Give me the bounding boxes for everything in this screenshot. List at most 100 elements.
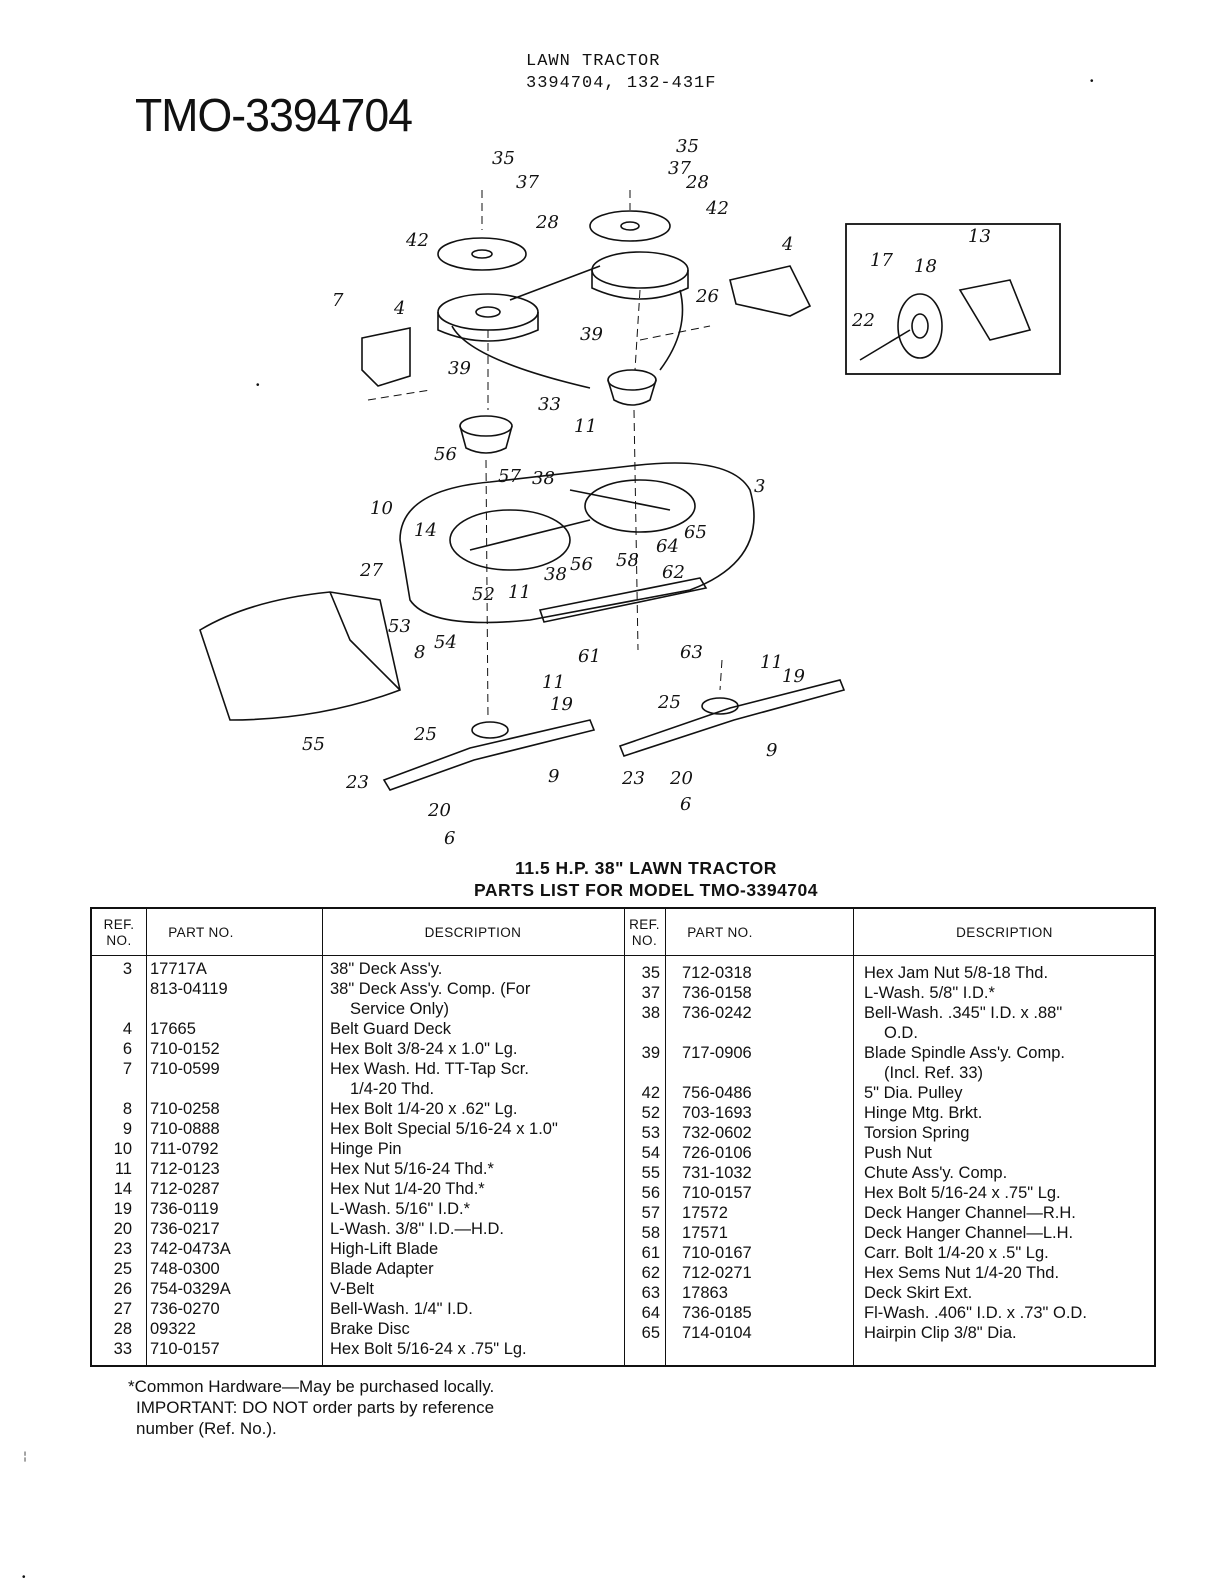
diagram-callout: 33	[538, 394, 561, 415]
part-description: L-Wash. 5/8" I.D.*	[864, 984, 995, 1002]
footnote-important: IMPORTANT: DO NOT order parts by referen…	[136, 1398, 495, 1417]
ref-number: 4	[122, 1020, 132, 1038]
ref-number: 39	[641, 1044, 660, 1062]
diagram-callout: 25	[657, 692, 681, 713]
diagram-callout: 65	[684, 522, 707, 543]
part-number: 736-0158	[682, 984, 752, 1002]
part-description: 38" Deck Ass'y.	[330, 960, 443, 978]
diagram-callout: 26	[695, 286, 719, 307]
part-number: 736-0242	[682, 1004, 752, 1022]
diagram-callouts: 35 37 28 42 7 4 39 33 35 37 28 42 26 4 3…	[302, 136, 991, 849]
diagram-callout: 19	[550, 694, 573, 715]
ref-number: 3	[122, 960, 132, 978]
diagram-callout: 23	[621, 768, 645, 789]
diagram-callout: 11	[574, 416, 597, 437]
ref-number: 25	[113, 1260, 132, 1278]
part-number: 710-0888	[150, 1120, 220, 1138]
column-rule	[853, 909, 854, 1365]
diagram-callout: 4	[393, 298, 405, 319]
part-description: Deck Skirt Ext.	[864, 1284, 973, 1302]
scan-speck: •	[1090, 76, 1094, 87]
diagram-callout: 14	[414, 520, 437, 541]
diagram-callout: 35	[676, 136, 699, 157]
diagram-callout: 61	[578, 646, 601, 667]
part-description: Hinge Pin	[330, 1140, 402, 1158]
part-description: Blade Spindle Ass'y. Comp.	[864, 1044, 1065, 1062]
part-number: 754-0329A	[150, 1280, 231, 1298]
diagram-callout: 63	[680, 642, 703, 663]
ref-number: 38	[641, 1004, 660, 1022]
part-description: 38" Deck Ass'y. Comp. (For	[330, 980, 531, 998]
diagram-callout: 27	[359, 560, 383, 581]
part-number: 813-04119	[150, 980, 228, 998]
part-description: Service Only)	[350, 1000, 450, 1018]
ref-number: 65	[641, 1324, 660, 1342]
part-number: 742-0473A	[150, 1240, 231, 1258]
diagram-callout: 42	[405, 230, 429, 251]
column-rule	[665, 909, 666, 1365]
belt-guard-left	[361, 327, 411, 387]
diagram-callout: 37	[516, 172, 539, 193]
part-number: 711-0792	[150, 1140, 219, 1158]
parts-table: REF. NO. PART NO. DESCRIPTION REF. NO. P…	[90, 907, 1156, 1367]
diagram-callout: 38	[532, 468, 555, 489]
part-number: 17571	[682, 1224, 728, 1242]
part-description: O.D.	[884, 1024, 918, 1042]
header-ref-no-right: REF. NO.	[629, 917, 660, 948]
footnote-important-cont: number (Ref. No.).	[136, 1419, 277, 1438]
column-rule	[146, 909, 147, 1365]
parts-list-heading: 11.5 H.P. 38" LAWN TRACTOR	[515, 858, 777, 878]
ref-number: 11	[114, 1160, 132, 1178]
part-number: 17572	[682, 1204, 728, 1222]
diagram-callout: 56	[570, 554, 593, 575]
ref-number: 35	[641, 964, 660, 982]
part-description: Hex Nut 5/16-24 Thd.*	[330, 1160, 494, 1178]
spindle-right	[607, 369, 657, 391]
ref-number: 54	[641, 1144, 660, 1162]
part-description: Hinge Mtg. Brkt.	[864, 1104, 983, 1122]
part-number: 09322	[150, 1320, 196, 1338]
parts-list-subheading: PARTS LIST FOR MODEL TMO-3394704	[473, 880, 819, 900]
ref-number: 20	[113, 1220, 132, 1238]
part-number: 714-0104	[682, 1324, 752, 1342]
scan-speck: •	[256, 380, 260, 391]
diagram-callout: 17	[870, 250, 893, 271]
model-title: TMO-3394704	[135, 89, 413, 141]
part-description: Chute Ass'y. Comp.	[864, 1164, 1008, 1182]
diagram-callout: 42	[705, 198, 729, 219]
header-rule	[92, 955, 1154, 956]
part-number: 17665	[150, 1020, 196, 1038]
part-number: 712-0271	[682, 1264, 752, 1282]
deck-shell	[399, 462, 755, 624]
diagram-callout: 18	[914, 256, 937, 277]
part-description: Hex Bolt 1/4-20 x .62" Lg.	[330, 1100, 518, 1118]
ref-number: 27	[113, 1300, 132, 1318]
diagram-callout: 22	[851, 310, 875, 331]
belt-guard-right	[729, 265, 812, 317]
diagram-callout: 23	[345, 772, 369, 793]
pulley-left	[437, 293, 539, 331]
part-number: 710-0157	[150, 1340, 220, 1358]
part-number: 726-0106	[682, 1144, 752, 1162]
part-description: Hex Jam Nut 5/8-18 Thd.	[864, 964, 1049, 982]
part-description: High-Lift Blade	[330, 1240, 439, 1258]
footnote-common-hardware: *Common Hardware—May be purchased locall…	[128, 1377, 495, 1396]
inset-box	[845, 223, 1061, 375]
idler-bolt	[859, 329, 911, 361]
ref-number: 14	[113, 1180, 132, 1198]
part-description: Hex Bolt 3/8-24 x 1.0" Lg.	[330, 1040, 518, 1058]
part-description: L-Wash. 3/8" I.D.—H.D.	[330, 1220, 504, 1238]
diagram-callout: 19	[782, 666, 805, 687]
